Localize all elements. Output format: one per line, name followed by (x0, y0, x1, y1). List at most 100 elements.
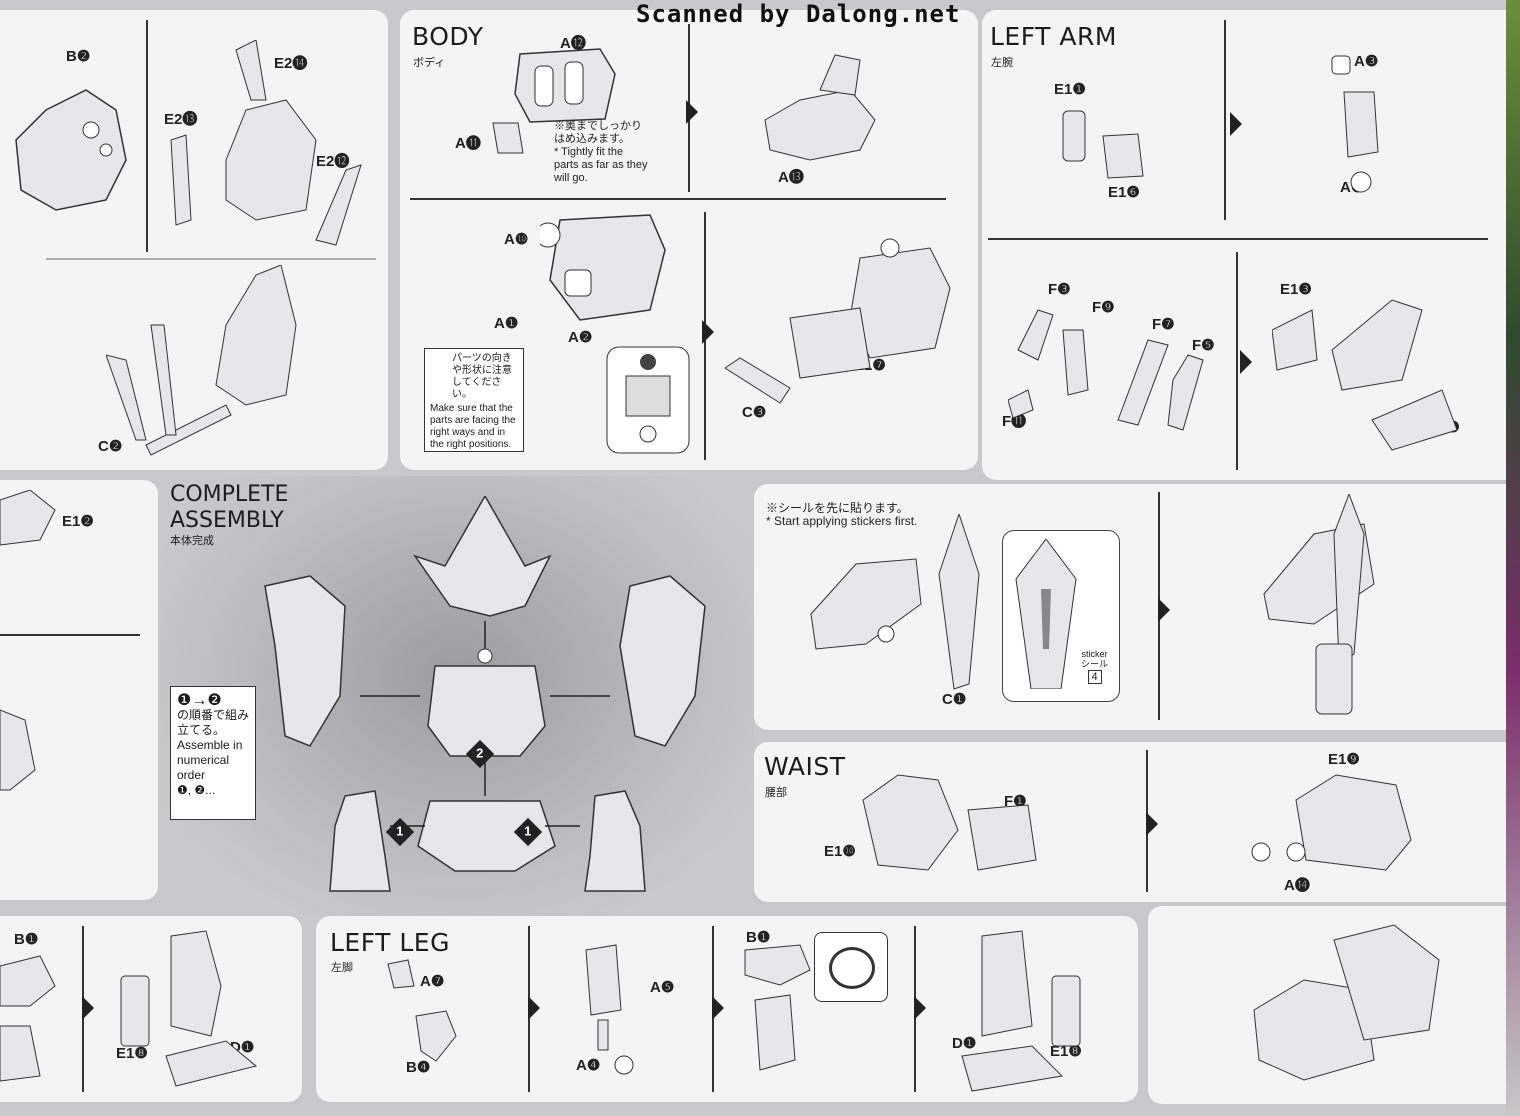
head-left-continuation-panel: E1❷ (0, 480, 158, 900)
left-leg-title-jp: 左脚 (331, 962, 353, 974)
label-a10: A❿ (504, 231, 529, 248)
complete-assembly-title-jp: 本体完成 (170, 535, 214, 547)
head-with-antenna-part (106, 265, 376, 465)
label-f5: F❺ (1192, 337, 1215, 354)
body-detail-inset (606, 346, 690, 454)
small-joint-part-a11 (488, 118, 528, 158)
step-arrow (1230, 112, 1242, 136)
left-arm-title: LEFT ARM (990, 22, 1117, 51)
label-a1: A❶ (494, 315, 519, 332)
label-a12: A⓬ (560, 35, 586, 52)
label-a14: A⓮ (1284, 877, 1310, 894)
label-b4: B❹ (406, 1059, 431, 1076)
step-arrow (1158, 598, 1170, 622)
step-arrow (1240, 350, 1252, 374)
assembly-order-jp: の順番で組み立てる。 (177, 708, 250, 737)
page-edge-artwork (1506, 0, 1520, 1116)
waist-complete-part (1244, 920, 1444, 1090)
lower-leg-parts-right (116, 926, 286, 1096)
label-b2: B❷ (66, 48, 91, 65)
forearm-part (806, 554, 926, 654)
torso-base-part (760, 50, 880, 170)
label-e1-10: E1❿ (824, 843, 856, 860)
label-b1-right: B❶ (14, 931, 39, 948)
body-title: BODY (412, 22, 484, 51)
waist-complete-panel (1148, 906, 1506, 1104)
label-a11: A⓫ (455, 135, 481, 152)
right-leg-panel: B❶ E1❽ D❶ (0, 916, 302, 1102)
sticker-first-note-jp: ※シールを先に貼ります。 (766, 501, 909, 515)
label-f3: F❸ (1048, 281, 1071, 298)
complete-assembly-title-line2: ASSEMBLY (170, 508, 284, 533)
label-b1-left: B❶ (746, 929, 771, 946)
thigh-parts (576, 940, 666, 1080)
assembly-order-en: Assemble in numerical order (177, 738, 243, 782)
waist-front-part (858, 770, 1038, 880)
label-a7: A❼ (420, 973, 445, 990)
assembly-order-box: ❶→❷ の順番で組み立てる。 Assemble in numerical ord… (170, 686, 256, 820)
step-arrow (686, 100, 698, 124)
body-panel: BODY ボディ A⓬ A⓫ A⓭ A❿ A❶ A❷ C❸ E1❼ ※奥までしっ… (400, 10, 978, 470)
label-f7: F❼ (1152, 316, 1175, 333)
foot-parts-right (0, 946, 60, 1086)
label-f9: F❾ (1092, 299, 1115, 316)
waist-panel: WAIST 腰部 F❶ E1❿ E1❾ A⓮ (754, 742, 1506, 902)
elbow-parts (1326, 52, 1386, 202)
step-arrow (528, 996, 540, 1020)
orientation-caution-jp: パーツの向きや形状に注意してください。 (452, 353, 512, 400)
chest-assembly-part (540, 210, 670, 330)
waist-title: WAIST (764, 752, 846, 781)
orientation-caution-box: パーツの向きや形状に注意してください。 Make sure that the p… (424, 348, 524, 452)
left-leg-title: LEFT LEG (330, 928, 450, 957)
leg-complete-parts (952, 926, 1132, 1096)
complete-assembly-illustration (250, 496, 720, 896)
label-e2-14: E2⓮ (274, 55, 308, 72)
step-arrow (1146, 812, 1158, 836)
assembly-order-tail: ❶, ❷... (177, 783, 216, 797)
label-f11: F⓫ (1002, 413, 1027, 430)
label-e1-8-left: E1❽ (1050, 1043, 1082, 1060)
step-badge-2-text: 2 (476, 745, 484, 761)
label-e1-6: E1❻ (1108, 184, 1140, 201)
sticker-number: 4 (1087, 670, 1102, 684)
sticker-caption-en: sticker (1081, 649, 1108, 659)
sticker-inset: sticker シール 4 (1002, 530, 1120, 702)
complete-assembly-title-line1: COMPLETE (170, 482, 289, 507)
label-e2-12: E2⓬ (316, 153, 350, 170)
label-e1-2: E1❷ (62, 513, 94, 530)
step-arrow (702, 320, 714, 344)
left-arm-panel: LEFT ARM 左腕 E1❶ E1❻ A❸ A❾ F❸ F❾ F❼ F❺ F⓫… (982, 10, 1506, 480)
left-arm-title-jp: 左腕 (991, 57, 1013, 69)
watermark: Scanned by Dalong.net (636, 0, 961, 28)
waist-back-part (1246, 770, 1416, 880)
arm-armor-chain (1008, 300, 1208, 440)
body-title-jp: ボディ (413, 57, 446, 69)
label-c3: C❸ (742, 404, 767, 421)
step-arrow (82, 996, 94, 1020)
sticker-caption-jp: シール (1081, 659, 1109, 669)
complete-assembly-title: COMPLETE ASSEMBLY 本体完成 (170, 482, 288, 548)
tight-fit-note: ※奥までしっかりはめ込みます。 * Tightly fit the parts … (554, 120, 650, 185)
arm-shield-assembly (1272, 290, 1472, 460)
label-c1: C❶ (942, 691, 967, 708)
head-crest-assembly (166, 40, 366, 250)
left-leg-panel: LEFT LEG 左脚 A❼ B❹ A❺ A❹ B❶ D❶ E1❽ (316, 916, 1138, 1102)
armblade-sticker-detail (1015, 539, 1077, 689)
knee-parts (386, 956, 466, 1066)
sticker-first-note-en: * Start applying stickers first. (766, 514, 918, 528)
complete-assembly-area: COMPLETE ASSEMBLY 本体完成 ❶→❷ の順番で組み立てる。 As… (160, 476, 754, 916)
label-e2-13: E2⓭ (164, 111, 198, 128)
label-a2: A❷ (568, 329, 593, 346)
step-arrow (914, 996, 926, 1020)
orientation-caution-en: Make sure that the parts are facing the … (430, 403, 516, 450)
tight-fit-note-jp: ※奥までしっかりはめ込みます。 (554, 120, 642, 145)
label-d1-left: D❶ (952, 1035, 977, 1052)
step-badge-1-right-text: 1 (524, 823, 532, 839)
waist-title-jp: 腰部 (765, 787, 787, 799)
label-a13: A⓭ (778, 169, 804, 186)
label-e1-8-right: E1❽ (116, 1045, 148, 1062)
armblade-part (934, 514, 984, 694)
tight-fit-note-en: * Tightly fit the parts as far as they w… (554, 146, 648, 184)
label-a5: A❺ (650, 979, 675, 996)
label-a4: A❹ (576, 1057, 601, 1074)
